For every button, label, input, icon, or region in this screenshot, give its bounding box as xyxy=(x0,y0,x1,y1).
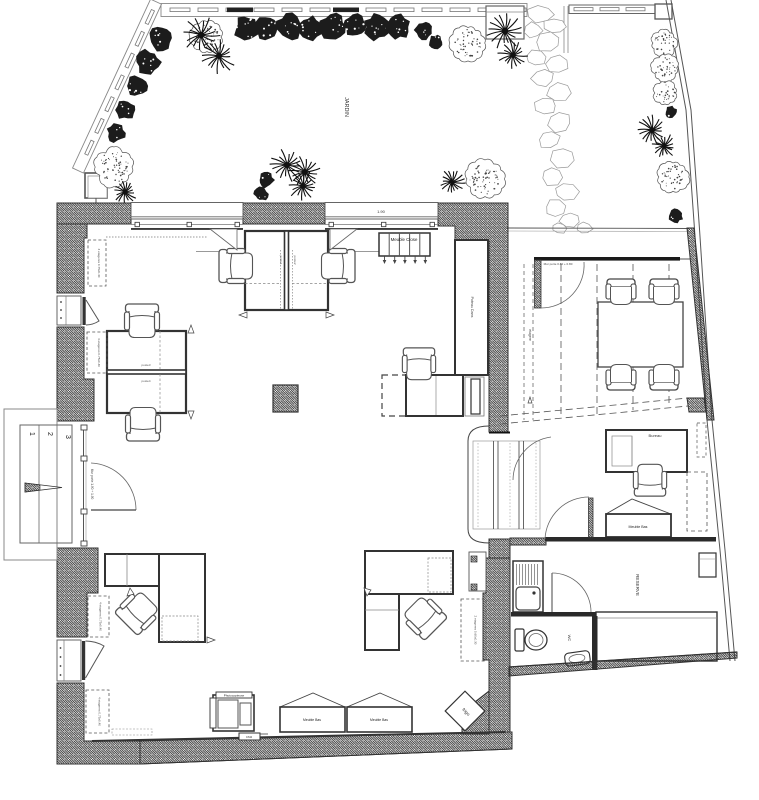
svg-text:poste1: poste1 xyxy=(279,255,283,264)
svg-text:2 etageres 0.60x0.30: 2 etageres 0.60x0.30 xyxy=(474,615,478,644)
svg-text:4 etageres 0.75x0.40: 4 etageres 0.75x0.40 xyxy=(99,602,103,631)
svg-text:poste4: poste4 xyxy=(141,379,150,383)
svg-text:1: 1 xyxy=(28,432,35,436)
svg-text:RESERVE: RESERVE xyxy=(635,574,640,596)
svg-text:etagere: etagere xyxy=(528,329,532,341)
svg-text:4 etageres 0.75x0.40: 4 etageres 0.75x0.40 xyxy=(98,697,102,726)
svg-text:Bureau: Bureau xyxy=(649,433,662,438)
svg-text:Meuble Bas: Meuble Bas xyxy=(303,718,321,722)
svg-text:JARDIN: JARDIN xyxy=(343,97,349,117)
svg-text:Mur porte 1.90 + 1.90: Mur porte 1.90 + 1.90 xyxy=(90,469,94,500)
svg-text:CM2: CM2 xyxy=(246,735,253,739)
svg-text:Meuble Bas: Meuble Bas xyxy=(370,718,388,722)
svg-text:WC: WC xyxy=(567,635,572,642)
svg-text:poste3: poste3 xyxy=(141,363,150,367)
svg-text:Mur porte 0.80 + 0.80: Mur porte 0.80 + 0.80 xyxy=(544,262,573,266)
svg-text:poste2: poste2 xyxy=(293,255,297,264)
svg-text:3: 3 xyxy=(64,435,71,439)
svg-text:frigo: frigo xyxy=(461,707,471,717)
svg-text:1.90: 1.90 xyxy=(377,209,386,214)
svg-text:Photocopieuse: Photocopieuse xyxy=(224,694,245,698)
svg-text:2: 2 xyxy=(46,432,53,436)
svg-text:4 etageres 0.75x0.40: 4 etageres 0.75x0.40 xyxy=(97,338,101,367)
svg-text:Meuble Bas: Meuble Bas xyxy=(629,525,648,529)
svg-text:Poteau Dans: Poteau Dans xyxy=(470,297,474,318)
svg-text:Meuble Close: Meuble Close xyxy=(391,237,418,242)
svg-text:4 etageres 0.75x0.40: 4 etageres 0.75x0.40 xyxy=(97,248,101,277)
